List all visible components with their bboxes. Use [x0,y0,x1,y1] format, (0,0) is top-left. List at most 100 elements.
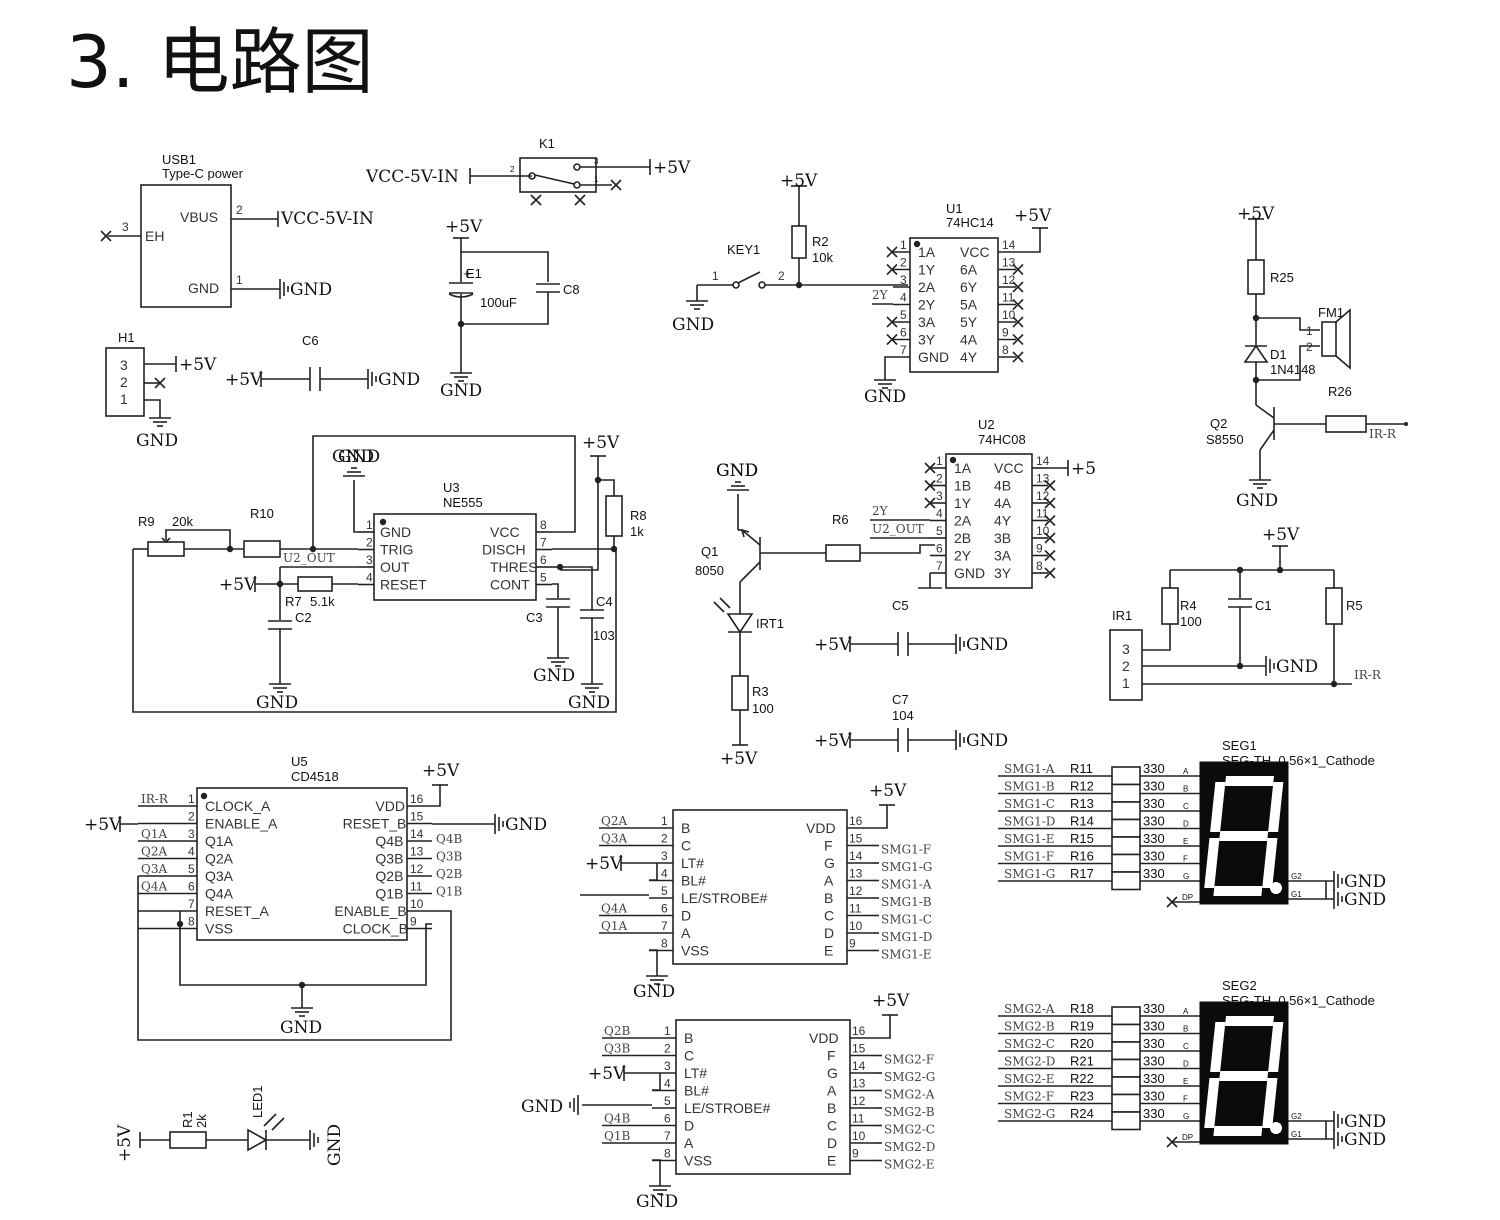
switch-contact [732,281,740,289]
dec1-pin-name: VDD [806,820,836,836]
digit-segment [1204,1078,1220,1128]
e1-value: 100uF [480,295,517,310]
dec1-pin-num: 14 [849,849,863,863]
dec1-pin-name: G [824,855,835,871]
u1-pin-num: 7 [900,343,907,357]
u5-pin-name: ENABLE_B [334,903,406,919]
u5-net-label: Q1B [436,885,462,899]
seg1-pin-name: C [1183,802,1189,811]
no-connect-mark [1012,281,1024,293]
ir1-body [1109,629,1143,701]
resistor [1247,259,1265,295]
u1-pin-name: GND [918,349,949,365]
u2-pin-num: 8 [1036,559,1043,573]
r9-value: 20k [172,514,193,529]
power-label: +5V [588,1064,626,1084]
dec1-pin-num: 11 [849,902,862,916]
u5-net-label: Q2A [141,845,167,859]
seg1-ref: SEG1 [1222,738,1257,753]
dec1-pin-name: C [824,908,834,924]
h1-pin: 3 [120,357,128,373]
resistor [1325,415,1367,433]
usb1-vbus-net: VCC-5V-IN [280,209,374,229]
gnd-label: GND [966,635,1008,655]
usb1-pin-eh: EH [145,228,164,244]
seg2-net-label: SMG2-C [1004,1037,1055,1051]
gnd-label: GND [521,1097,563,1117]
seven-seg-digit [1204,1016,1284,1136]
ir1-pin: 2 [1122,658,1130,674]
h1-body [105,347,145,417]
u5-pin-name: Q1B [375,886,403,902]
u1-gnd-wire [884,356,893,372]
u5-pin-name: Q2A [205,851,234,867]
digit-segment [1262,838,1278,888]
no-connect-mark [1044,549,1056,562]
dec1-net-label: Q4A [601,902,627,916]
digit-segment [1210,1022,1226,1072]
dec1-vss-wire [649,949,658,968]
no-connect-mark [1166,1136,1178,1148]
u3-pin-name: RESET [380,577,427,593]
seg2-resistor [1111,1076,1141,1096]
dec2-pin-num: 3 [664,1059,671,1073]
c4-wire [558,566,593,610]
fm1-wire [1256,345,1320,381]
power-label: +5V [814,731,852,751]
u1-pin-name: 3Y [918,332,936,348]
dec1-pin-name: D [824,925,834,941]
u5-pin-name: Q3A [205,868,234,884]
u5-pin-name: CLOCK_B [343,921,408,937]
dec2-net-label: SMG2-E [884,1158,935,1172]
u5-pin-num: 8 [188,915,195,929]
q1-transistor [739,561,761,583]
u3-pin-name: TRIG [380,542,413,558]
u1-pin-num: 2 [900,256,907,270]
dec1-pin-name: LT# [681,855,704,871]
u3-vcc-wire [560,480,599,571]
k1-pin-num: 2 [510,165,515,174]
u3-pin-num: 7 [540,536,547,550]
dec2-pin-num: 12 [852,1094,866,1108]
gnd-label: GND [716,461,758,481]
power-label: +5V [115,1124,135,1162]
no-connect-mark [886,316,898,328]
no-connect-mark [1044,479,1056,492]
dec2-pin-num: 4 [664,1077,671,1091]
r26-ref: R26 [1328,384,1352,399]
dec2-pin-name: LE/STROBE# [684,1100,771,1116]
seg2-pin-name: A [1183,1007,1189,1016]
power-label: +5V [780,171,818,191]
seg1-res-ref: R17 [1070,866,1094,881]
dec1-net-label: SMG1-F [881,843,931,857]
gnd-label: GND [440,381,482,401]
ir1-ref: IR1 [1112,608,1132,623]
c2-ref: C2 [295,610,312,625]
gnd-label: GND [1344,890,1386,910]
power-label: +5V [84,815,122,835]
u1-pin-name: VCC [960,244,990,260]
seg2-res-ref: R22 [1070,1071,1094,1086]
dec2-net-label: Q3B [604,1042,630,1056]
dec1-net-label: SMG1-E [881,948,932,962]
dec2-pin-num: 5 [664,1094,671,1108]
u5-net-label: IR-R [141,792,169,806]
u5-pin-name: RESET_B [343,816,407,832]
dec1-pin-name: C [681,838,691,854]
r8-value: 1k [630,524,644,539]
dec1-pin-name: E [824,943,833,959]
digit-segment [1213,886,1263,896]
u1-pin-name: 6A [960,262,978,278]
digit-segment [1219,831,1269,841]
u5-pin-num: 1 [188,792,195,806]
u1-pin-name: 2A [918,279,936,295]
no-connect-mark [610,179,622,191]
dec2-pin-name: VSS [684,1153,712,1169]
dec2-net-label: SMG2-D [884,1140,935,1154]
u2-pin-num: 9 [1036,542,1043,556]
seg2-pin-name: C [1183,1042,1189,1051]
dec1-pin-num: 2 [661,832,668,846]
u1-pin-name: 6Y [960,279,978,295]
c7-value: 104 [892,708,914,723]
dec1-net-label: SMG1-D [881,930,932,944]
